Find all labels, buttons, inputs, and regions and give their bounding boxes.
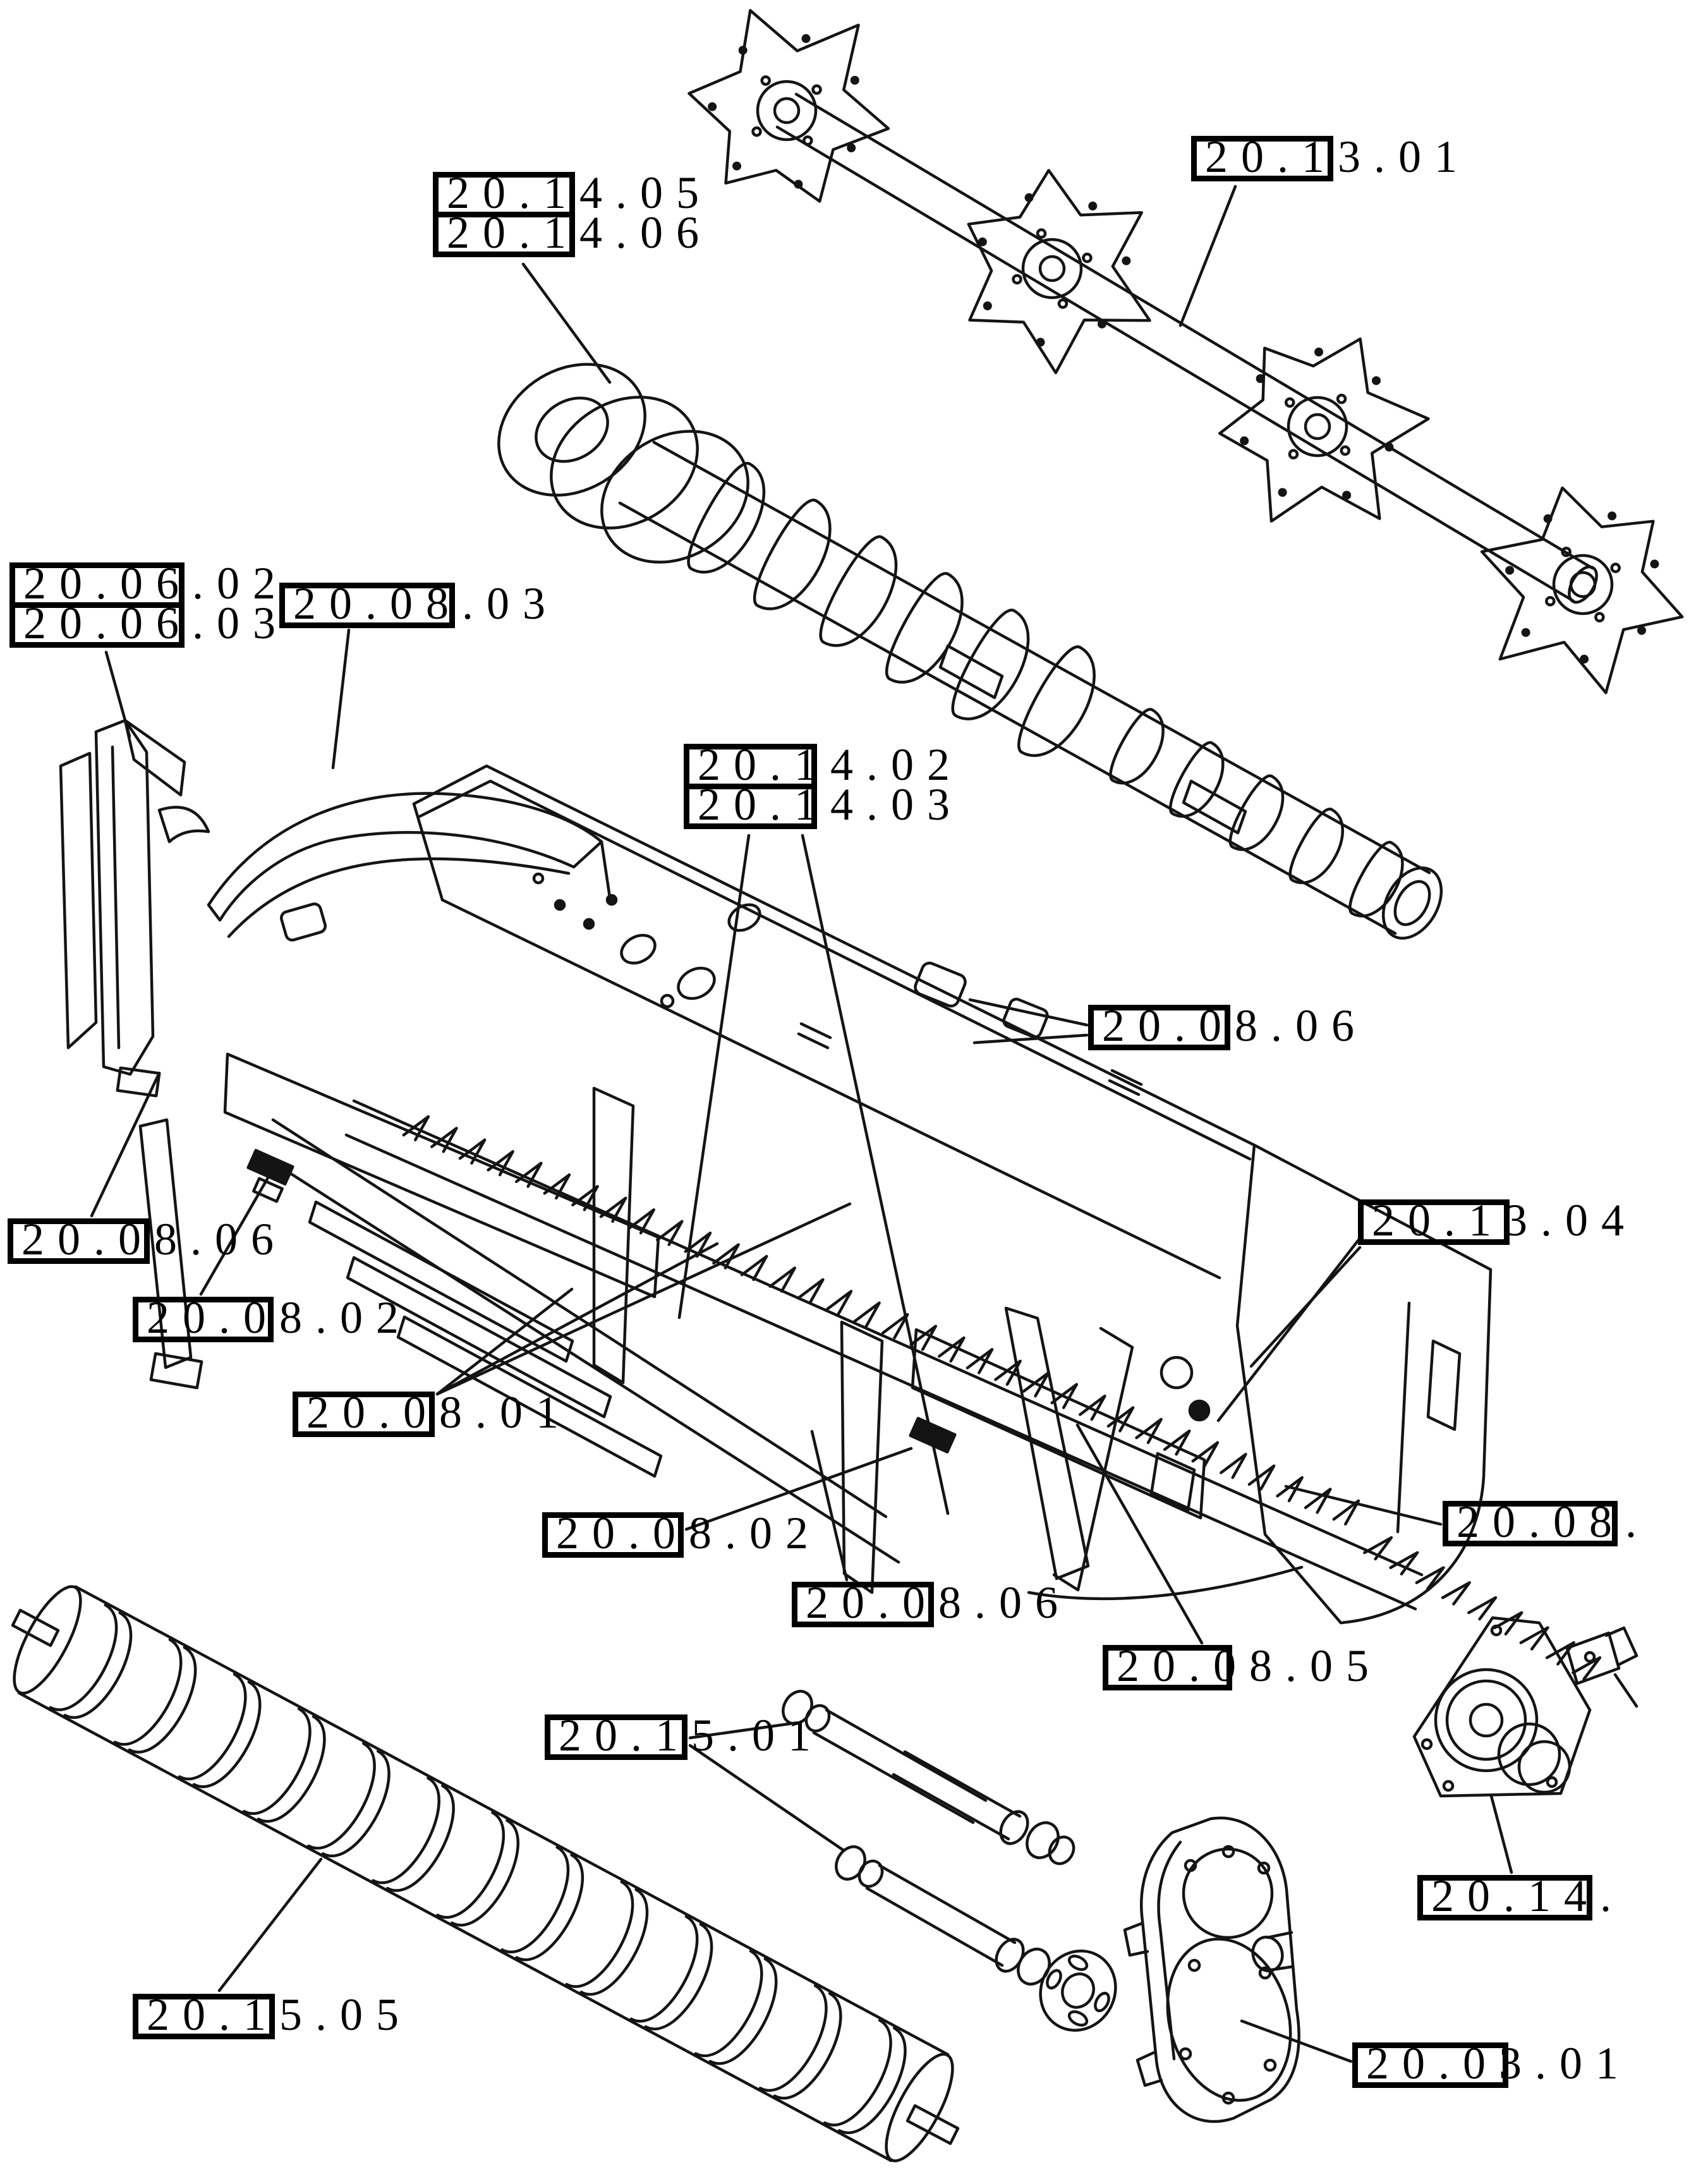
- callout-text: 20.08.03: [293, 578, 559, 629]
- callout-text: 20.08.06: [806, 1577, 1071, 1629]
- callout-text: 20.08.02: [556, 1508, 821, 1559]
- callout-leader-lines: [90, 185, 1513, 2063]
- pto-drive-shafts: [782, 1690, 1117, 2032]
- callout-floor-apron: 20.08.01: [293, 1390, 559, 1437]
- callout-reel-support-arms: 20.13.04: [1358, 1198, 1624, 1245]
- callout-text: 20.14.03: [698, 779, 963, 830]
- callout-frame-center-bottom: 20.08.06: [792, 1580, 1058, 1627]
- callout-text: 20.15.01: [559, 1710, 824, 1761]
- callout-text: 20.15.05: [147, 1989, 412, 2041]
- callout-clips-right: 20.08.06: [1088, 1003, 1354, 1050]
- reel-tine-tube: [687, 9, 1684, 695]
- gearmotor: [1412, 1616, 1638, 1798]
- callout-reel-shaft: 20.13.01: [1191, 134, 1457, 181]
- callout-right-edge-upper: 20.08.: [1443, 1499, 1637, 1546]
- gearbox: [1123, 1816, 1300, 2123]
- callout-text: 20.08.02: [147, 1292, 412, 1344]
- callout-text: 20.03.01: [1366, 2038, 1632, 2089]
- callout-text: 20.08.: [1457, 1496, 1650, 1548]
- callout-spiral-roller: 20.15.05: [133, 1992, 399, 2039]
- callout-text: 20.14.05: [447, 167, 712, 219]
- callout-text: 20.06.02: [23, 558, 289, 609]
- callout-auger-center: 20.14.02 20.14.03: [684, 742, 950, 829]
- callout-text: 20.13.04: [1372, 1195, 1637, 1246]
- callout-text: 20.08.06: [21, 1214, 287, 1265]
- callout-left-divider-shield: 20.06.02 20.06.03: [9, 561, 276, 648]
- callout-text: 20.08.01: [306, 1387, 572, 1438]
- callout-auger-tine-assembly: 20.14.05 20.14.06: [433, 170, 699, 257]
- callout-pto-drive-shafts: 20.15.01: [545, 1713, 811, 1760]
- callout-text: 20.14.02: [698, 739, 963, 791]
- callout-gearbox: 20.03.01: [1352, 2041, 1618, 2088]
- callout-gearmotor: 20.14.: [1417, 1873, 1611, 1920]
- spiral-roller: [11, 1585, 960, 2163]
- callout-hood: 20.08.03: [279, 581, 545, 628]
- callout-text: 20.14.06: [447, 207, 712, 258]
- auger-assembly: [497, 363, 1443, 940]
- callout-text: 20.06.03: [23, 598, 289, 649]
- header-frame: [59, 719, 1602, 1681]
- callout-side-panel-right: 20.08.05: [1103, 1643, 1369, 1690]
- callout-latch-right: 20.08.02: [542, 1510, 808, 1558]
- callout-text: 20.14.: [1431, 1871, 1625, 1922]
- callout-text: 20.08.06: [1102, 1000, 1367, 1052]
- callout-text: 20.08.05: [1117, 1641, 1382, 1692]
- callout-text: 20.13.01: [1205, 131, 1470, 183]
- callout-frame-left: 20.08.06: [8, 1216, 274, 1264]
- callout-latch-left: 20.08.02: [133, 1295, 399, 1342]
